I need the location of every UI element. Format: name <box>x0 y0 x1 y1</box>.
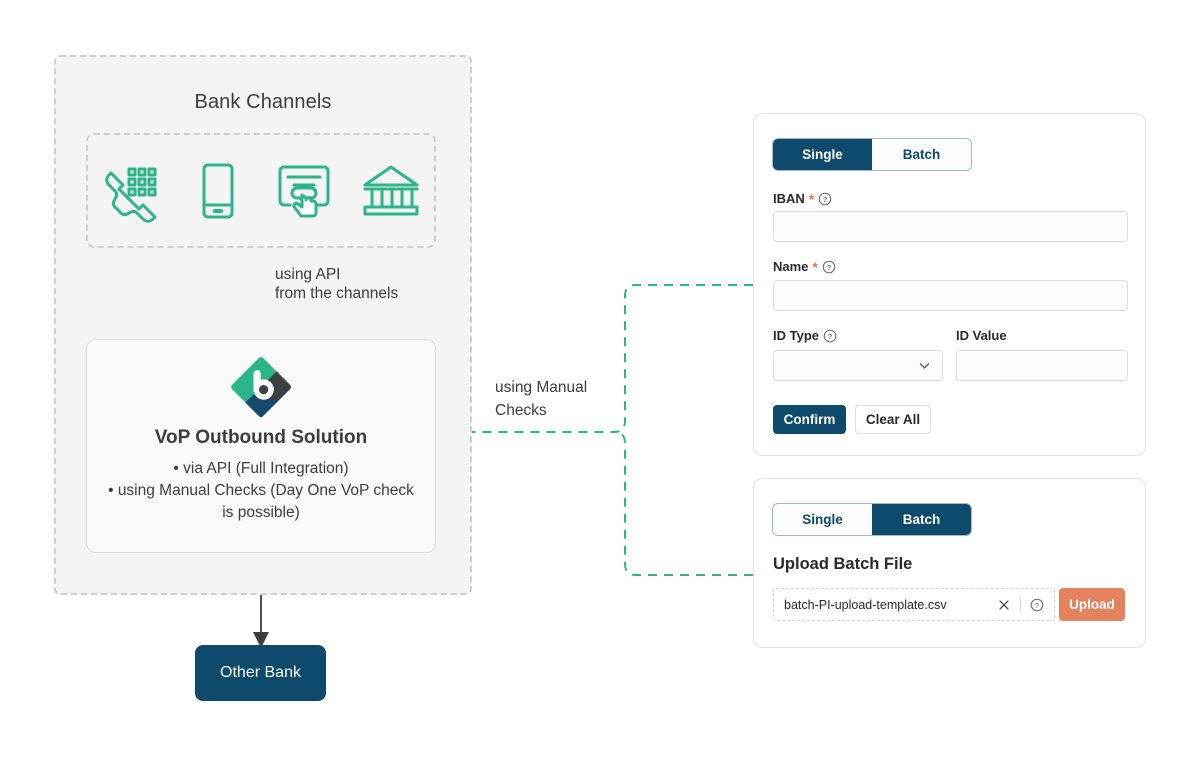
id-value-input[interactable] <box>956 350 1128 381</box>
help-icon[interactable]: ? <box>822 260 836 274</box>
confirm-button-label: Confirm <box>783 412 836 427</box>
confirm-button[interactable]: Confirm <box>773 405 846 434</box>
help-icon[interactable]: ? <box>818 192 832 206</box>
id-value-field-label: ID Value <box>956 328 1007 343</box>
list-item: via API (Full Integration) <box>103 458 419 480</box>
bank-channels-title: Bank Channels <box>194 91 332 113</box>
id-type-select[interactable] <box>773 350 943 381</box>
vop-outbound-solution-card: VoP Outbound Solution via API (Full Inte… <box>86 339 436 553</box>
name-input[interactable] <box>773 280 1128 311</box>
tab-batch[interactable]: Batch <box>872 504 971 535</box>
id-type-field-label: ID Type ? <box>773 328 837 343</box>
svg-text:?: ? <box>827 262 832 271</box>
tab-batch-label: Batch <box>902 147 941 162</box>
name-label-text: Name <box>773 259 809 274</box>
id-type-label-text: ID Type <box>773 328 819 343</box>
bank-channels-icon-row <box>86 133 436 248</box>
single-check-panel: Single Batch IBAN * ? Name * ? ID Type ? <box>753 113 1146 456</box>
upload-batch-file-heading: Upload Batch File <box>773 555 913 573</box>
vop-card-bullet-list: via API (Full Integration) using Manual … <box>103 458 419 524</box>
help-icon[interactable]: ? <box>823 329 837 343</box>
batch-upload-panel: Single Batch Upload Batch File batch-PI-… <box>753 478 1146 648</box>
divider <box>1020 597 1021 612</box>
iban-required-marker: * <box>808 190 815 207</box>
iban-field-label: IBAN * ? <box>773 191 832 206</box>
uploaded-file-name: batch-PI-upload-template.csv <box>784 597 947 612</box>
file-drop-zone[interactable]: batch-PI-upload-template.csv ? <box>773 588 1055 621</box>
api-arrow-label: using API from the channels <box>275 266 399 302</box>
single-panel-tab-group: Single Batch <box>773 139 971 170</box>
upload-button-label: Upload <box>1069 597 1115 612</box>
other-bank-label: Other Bank <box>220 664 301 681</box>
tab-single[interactable]: Single <box>773 139 872 170</box>
iban-label-text: IBAN <box>773 191 805 206</box>
mobile-phone-icon <box>202 163 234 218</box>
chevron-down-icon <box>919 363 930 369</box>
name-required-marker: * <box>812 258 818 275</box>
tab-single-label: Single <box>802 147 843 162</box>
clear-all-button[interactable]: Clear All <box>855 405 931 434</box>
help-icon[interactable]: ? <box>1030 598 1044 612</box>
tab-batch-label: Batch <box>902 512 941 527</box>
svg-text:?: ? <box>823 194 828 203</box>
list-item: using Manual Checks (Day One VoP check i… <box>103 480 419 524</box>
iban-input[interactable] <box>773 211 1128 242</box>
manual-checks-arrow-label: using Manual Checks <box>495 379 588 419</box>
online-banking-click-icon <box>278 165 330 217</box>
vop-logo-wrapper <box>87 357 435 417</box>
upload-button[interactable]: Upload <box>1059 588 1125 621</box>
other-bank-node: Other Bank <box>195 645 326 701</box>
tab-batch[interactable]: Batch <box>872 139 971 170</box>
id-value-label-text: ID Value <box>956 328 1007 343</box>
close-icon[interactable] <box>997 598 1011 612</box>
clear-all-button-label: Clear All <box>865 412 921 427</box>
bank-branch-icon <box>363 165 419 215</box>
vop-brand-logo <box>231 357 291 417</box>
tab-single[interactable]: Single <box>773 504 872 535</box>
name-field-label: Name * ? <box>773 259 836 274</box>
svg-text:?: ? <box>828 331 833 340</box>
batch-panel-tab-group: Single Batch <box>773 504 971 535</box>
tab-single-label: Single <box>802 512 843 527</box>
vop-card-title: VoP Outbound Solution <box>154 427 368 448</box>
svg-text:?: ? <box>1035 600 1039 609</box>
phone-keypad-icon <box>105 167 157 223</box>
